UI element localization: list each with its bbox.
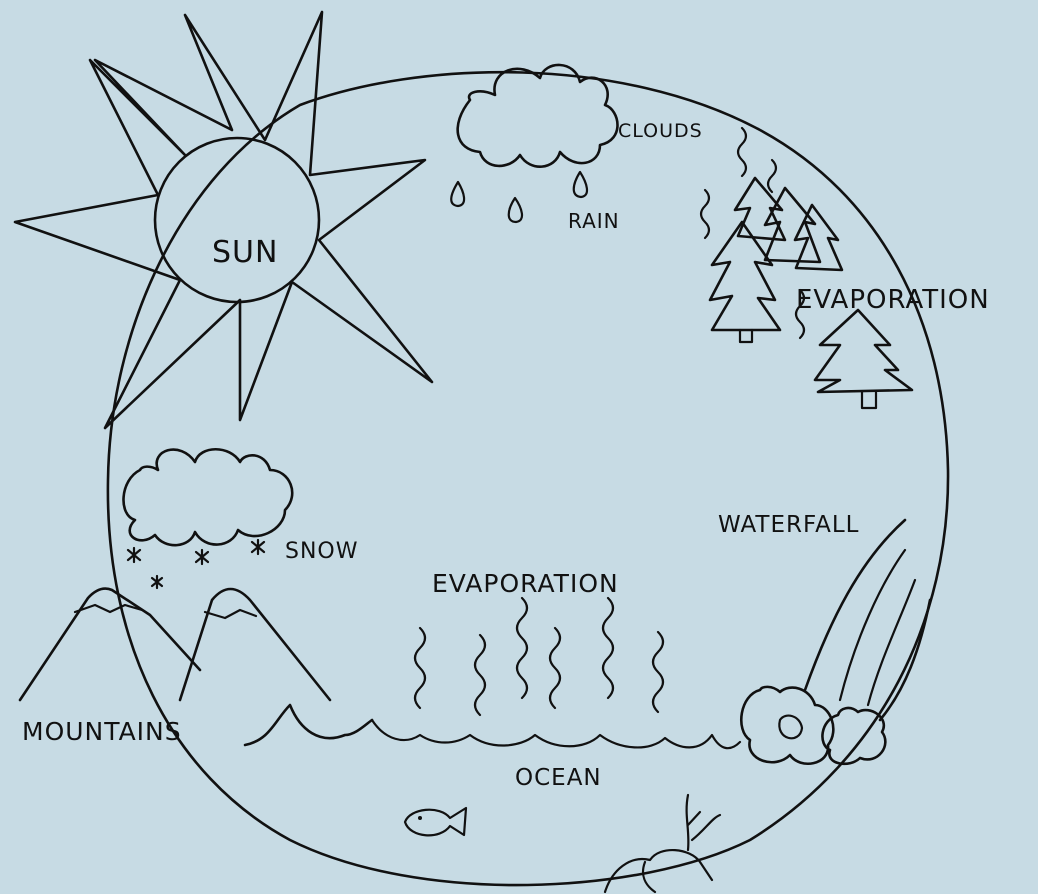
- snowflake-icons: [128, 540, 264, 588]
- cycle-circle: [108, 72, 948, 885]
- sun-icon: [15, 12, 432, 428]
- snow-cloud-icon: [124, 449, 293, 545]
- waterfall-label: WATERFALL: [718, 512, 859, 538]
- sun-label: SUN: [212, 235, 278, 270]
- ocean-waves: [245, 705, 740, 748]
- tree-evaporation-squiggles: [701, 128, 804, 338]
- rain-label: RAIN: [568, 209, 620, 233]
- clouds-label: CLOUDS: [618, 120, 703, 142]
- ocean-label: OCEAN: [515, 765, 602, 791]
- fish-icon: [405, 808, 466, 835]
- evaporation-trees-label: EVAPORATION: [796, 285, 990, 315]
- seaweed-icon: [687, 795, 720, 850]
- raindrop-icons: [451, 172, 587, 222]
- evaporation-ocean-label: EVAPORATION: [432, 569, 619, 598]
- waterfall-icon: [741, 520, 930, 764]
- snow-label: SNOW: [285, 539, 359, 564]
- mountain-icons: [20, 589, 330, 700]
- mountains-label: MOUNTAINS: [22, 717, 182, 746]
- ocean-evaporation-squiggles: [415, 598, 663, 715]
- rain-cloud-icon: [458, 65, 618, 167]
